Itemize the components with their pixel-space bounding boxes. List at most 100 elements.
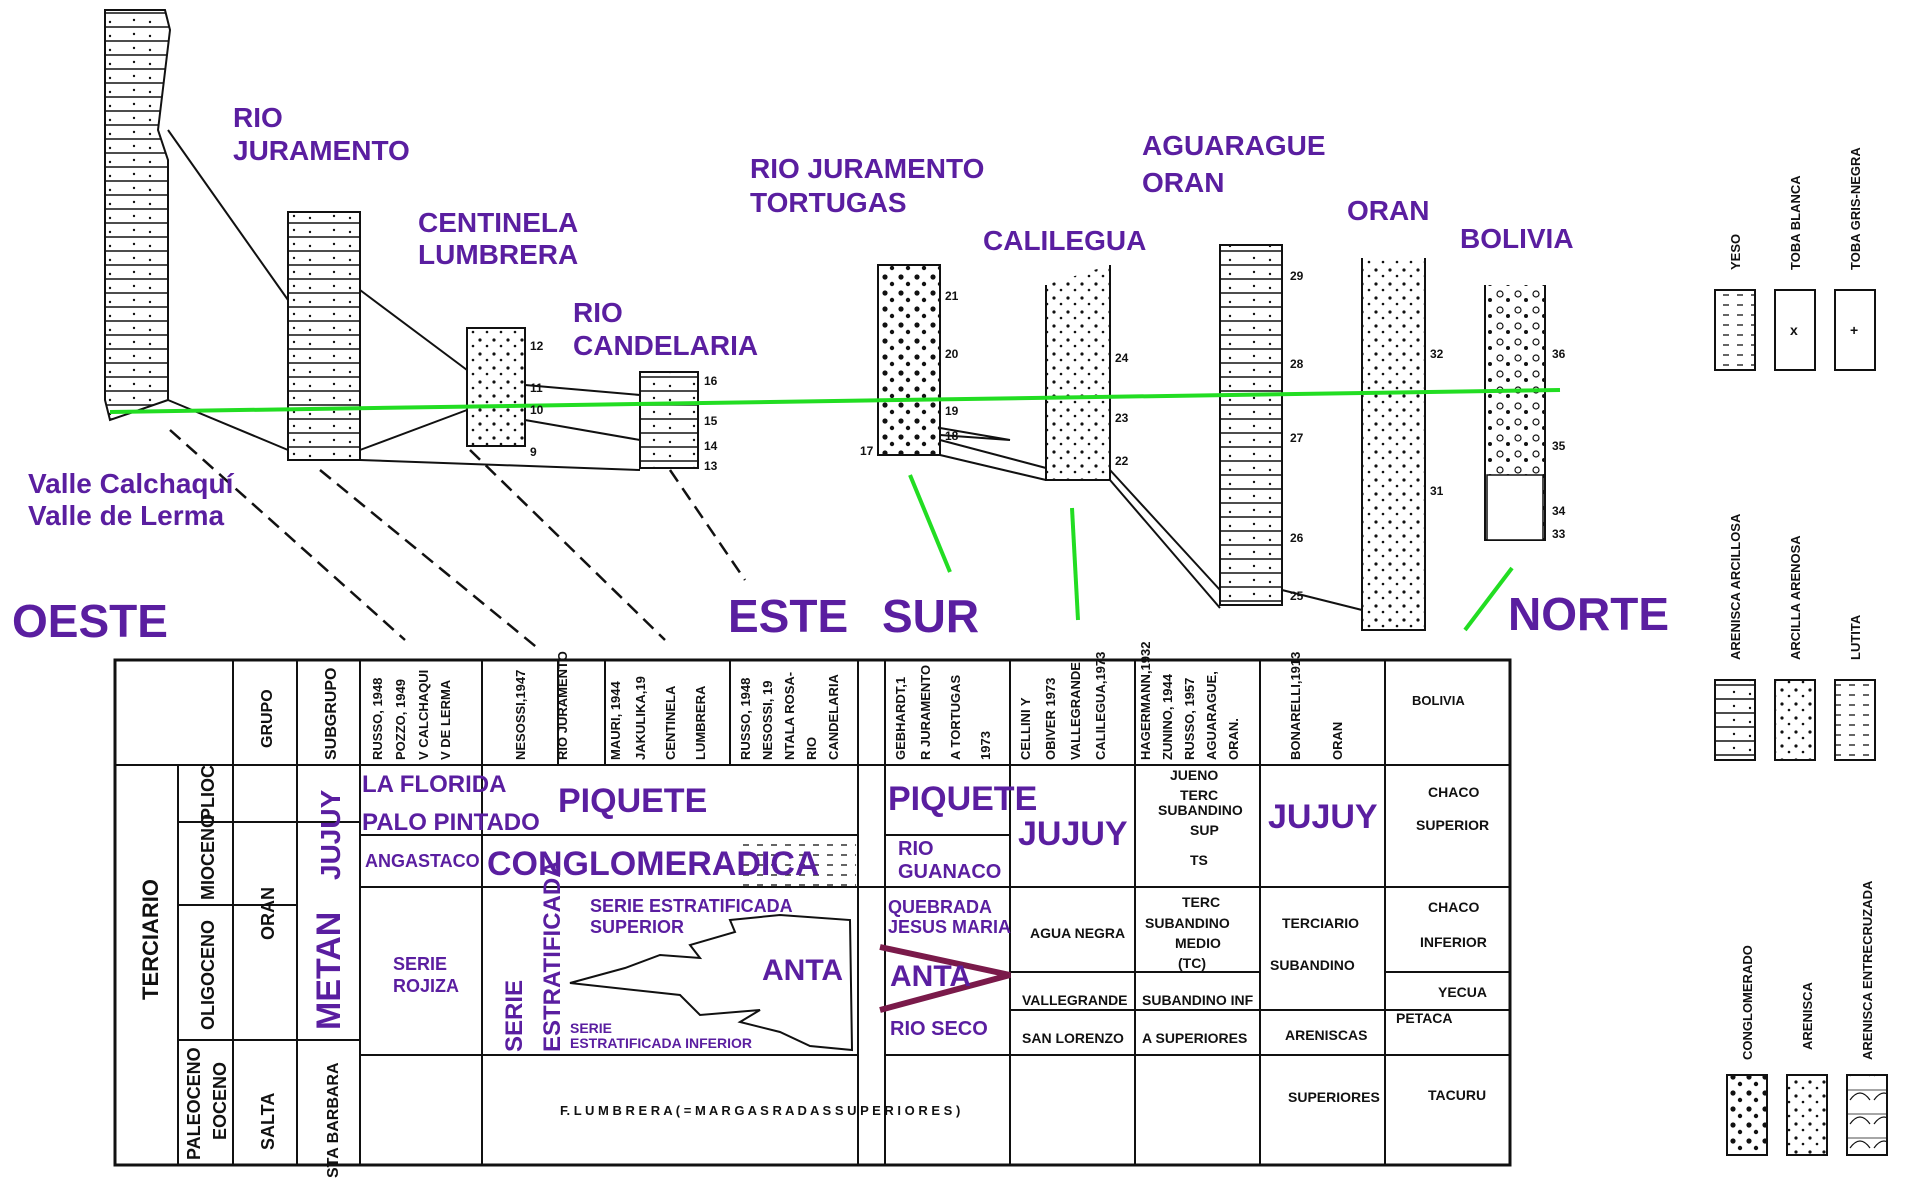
header-cell: ORAN. xyxy=(1226,718,1241,760)
header-cell: RIO JURAMENTO xyxy=(555,651,570,760)
bed-number: 10 xyxy=(530,403,544,417)
direction-labels: OESTE ESTE SUR NORTE xyxy=(12,588,1669,647)
bed-number: 9 xyxy=(530,445,537,459)
unit-a-superiores: A SUPERIORES xyxy=(1142,1030,1247,1046)
bed-number: 24 xyxy=(1115,351,1129,365)
correlation-lines xyxy=(167,129,1363,611)
header-cell: GEBHARDT,1 xyxy=(893,677,908,760)
green-datum-line xyxy=(109,388,1561,632)
header-cell: NESOSSI,1947 xyxy=(513,670,528,760)
legend-label: CONGLOMERADO xyxy=(1740,945,1755,1060)
bed-number: 23 xyxy=(1115,411,1129,425)
unit-serie-vertical: ESTRATIFICADA xyxy=(539,860,566,1052)
projection-lines xyxy=(169,429,747,651)
legend-item-lutita: LUTITA xyxy=(1834,614,1876,761)
unit-ts: TS xyxy=(1190,852,1208,868)
unit-terc-sub-med: TERC xyxy=(1182,894,1220,910)
legend-label: ARCILLA ARENOSA xyxy=(1788,535,1803,660)
region-label-centinela: LUMBRERA xyxy=(418,239,578,270)
region-label-centinela: CENTINELA xyxy=(418,207,578,238)
unit-piquete-w: PIQUETE xyxy=(558,782,707,820)
header-cell: VALLEGRANDE xyxy=(1068,662,1083,760)
header-cell: V CALCHAQUI xyxy=(416,670,431,760)
header-cell: ORAN xyxy=(1330,722,1345,760)
header-cell: CELLINI Y xyxy=(1018,697,1033,760)
era-labels: TERCIARIO PLIOC MIOCENO OLIGOCENO PALEOC… xyxy=(138,765,342,1178)
header-cell: POZZO, 1949 xyxy=(393,679,408,760)
region-label-valle: Valle de Lerma xyxy=(28,500,225,531)
legend: YESO x TOBA BLANCA + TOBA GRIS-NEGRA ARE… xyxy=(1714,147,1888,1156)
hatch-block xyxy=(738,835,856,887)
subgrupo-jujuy: JUJUY xyxy=(315,789,346,880)
unit-piquete-e: PIQUETE xyxy=(888,780,1037,818)
legend-item-toba-gris: + TOBA GRIS-NEGRA xyxy=(1834,147,1876,371)
bed-number: 20 xyxy=(945,347,959,361)
bed-number: 29 xyxy=(1290,269,1304,283)
unit-rio-guanaco: RIO xyxy=(898,838,934,860)
region-label-oran: ORAN xyxy=(1347,195,1429,226)
header-cell: A TORTUGAS xyxy=(948,674,963,760)
legend-item-arenisca: ARENISCA xyxy=(1786,981,1828,1156)
legend-item-yeso: YESO xyxy=(1714,234,1756,371)
black-unit-labels: AGUA NEGRA VALLEGRANDE SAN LORENZO JUENO… xyxy=(560,767,1489,1118)
column-tortugas xyxy=(877,264,941,456)
header-cell: HAGERMANN,1932 xyxy=(1138,642,1153,760)
unit-chaco-inf: INFERIOR xyxy=(1420,934,1487,950)
header-subgrupo: SUBGRUPO xyxy=(323,668,340,760)
bed-number: 32 xyxy=(1430,347,1444,361)
unit-serie-inf: SERIE xyxy=(570,1020,612,1036)
svg-text:+: + xyxy=(1850,322,1858,338)
unit-areniscas: ARENISCAS xyxy=(1285,1027,1367,1043)
legend-item-arcilla-arenosa: ARCILLA ARENOSA xyxy=(1774,535,1816,761)
unit-la-florida: LA FLORIDA xyxy=(362,771,506,798)
direction-este: ESTE xyxy=(728,590,848,642)
unit-tacuru: TACURU xyxy=(1428,1087,1486,1103)
unit-palo-pintado: PALO PINTADO xyxy=(362,809,540,836)
bed-number: 18 xyxy=(945,429,959,443)
legend-item-arenisca-entrecruzada: ARENISCA ENTRECRUZADA xyxy=(1846,880,1888,1156)
region-label-rio-juramento: RIO xyxy=(233,102,283,133)
column-aguarague xyxy=(1219,244,1283,606)
legend-label: TOBA GRIS-NEGRA xyxy=(1848,147,1863,270)
bed-number: 15 xyxy=(704,414,718,428)
unit-jujuy-oran: JUJUY xyxy=(1268,798,1378,836)
era-mioceno: MIOCENO xyxy=(198,814,218,900)
legend-item-conglomerado: CONGLOMERADO xyxy=(1726,945,1768,1156)
header-cell: R JURAMENTO xyxy=(918,665,933,760)
bed-number: 19 xyxy=(945,404,959,418)
header-cell: BONARELLI,1913 xyxy=(1288,652,1303,760)
unit-serie-sup: SUPERIOR xyxy=(590,917,684,937)
unit-serie-sup: SERIE ESTRATIFICADA xyxy=(590,896,793,916)
header-cell: NESOSSI, 19 xyxy=(760,681,775,760)
header-cell: RUSSO, 1948 xyxy=(370,678,385,760)
unit-chaco-sup: SUPERIOR xyxy=(1416,817,1489,833)
region-label-aguarague: AGUARAGUE xyxy=(1142,130,1326,161)
header-cell: RUSSO, 1957 xyxy=(1182,678,1197,760)
unit-chaco-sup: CHACO xyxy=(1428,784,1479,800)
bed-number: 27 xyxy=(1290,431,1304,445)
unit-terciario-sub: TERCIARIO xyxy=(1282,915,1359,931)
bed-number: 36 xyxy=(1552,347,1566,361)
unit-jueno: JUENO xyxy=(1170,767,1218,783)
header-cell: LUMBRERA xyxy=(693,685,708,760)
column-calilegua xyxy=(1045,265,1111,481)
unit-terc-sub-sup: SUBANDINO xyxy=(1158,802,1243,818)
unit-lumbrera-base: F. L U M B R E R A ( = M A R G A S R A D… xyxy=(560,1103,960,1118)
legend-label: TOBA BLANCA xyxy=(1788,175,1803,270)
header-cell: JAKULIKA,19 xyxy=(633,676,648,760)
legend-label: ARENISCA ARCILLOSA xyxy=(1728,513,1743,660)
unit-rio-guanaco: GUANACO xyxy=(898,861,1001,883)
unit-anta-w: ANTA xyxy=(762,954,843,987)
bed-number: 14 xyxy=(704,439,718,453)
subgrupo-labels: JUJUY METAN xyxy=(310,789,348,1030)
header-cell: RUSSO, 1948 xyxy=(738,678,753,760)
legend-label: ARENISCA xyxy=(1800,981,1815,1050)
region-label-aguarague: ORAN xyxy=(1142,167,1224,198)
bed-number: 22 xyxy=(1115,454,1129,468)
header-grupo: GRUPO xyxy=(259,689,276,748)
unit-vallegrande: VALLEGRANDE xyxy=(1022,992,1128,1008)
region-label-candelaria: CANDELARIA xyxy=(573,330,758,361)
era-oligoceno: OLIGOCENO xyxy=(198,920,218,1030)
header-cell: NTALA ROSA- xyxy=(782,672,797,760)
